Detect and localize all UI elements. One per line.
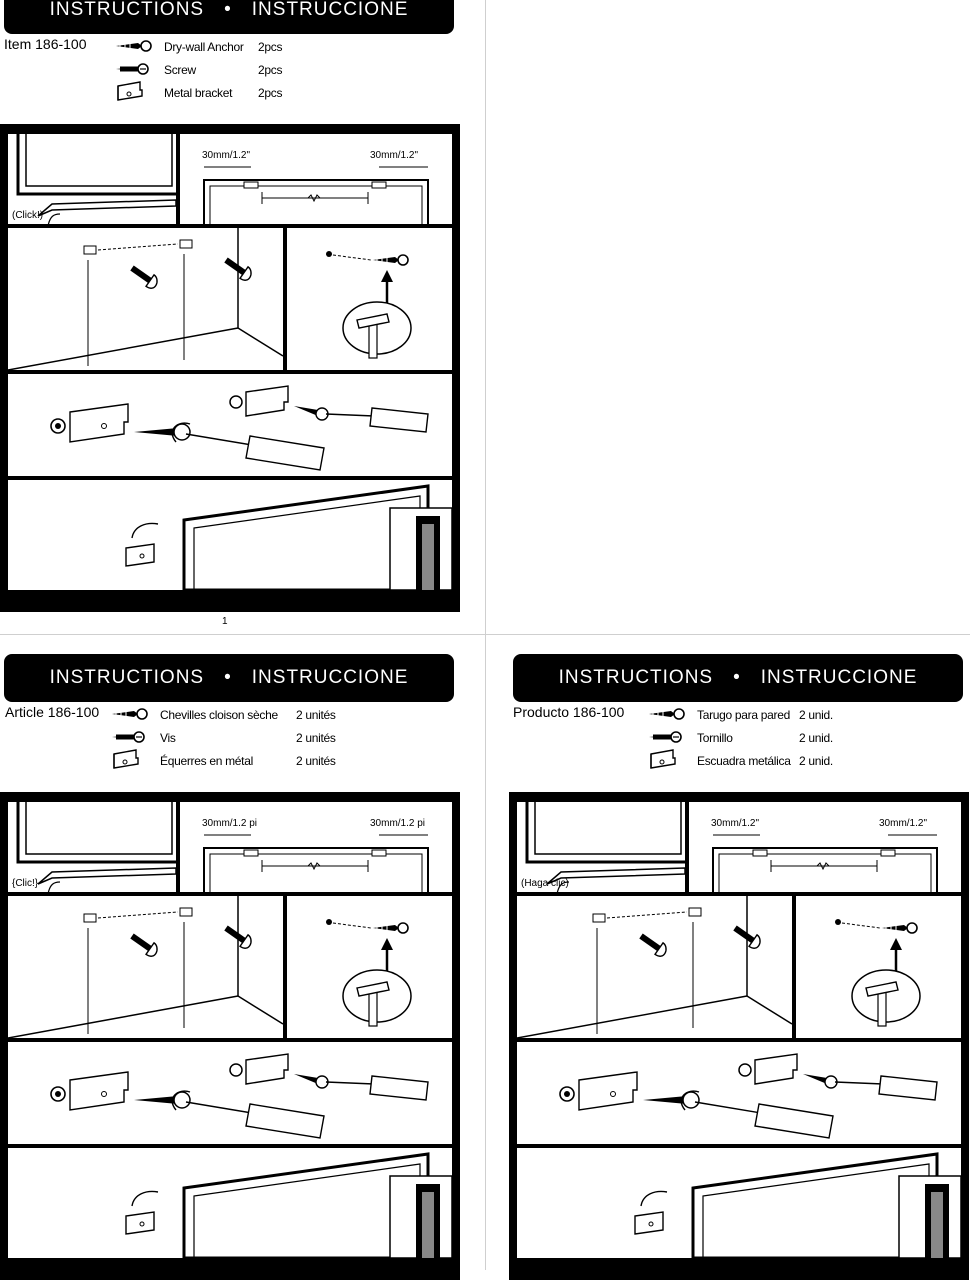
panel-wall-drill-drawing <box>517 896 792 1038</box>
measurement-label: 30mm/1.2 pi <box>370 818 426 829</box>
panel-measurements-drawing <box>712 834 938 892</box>
panel-hang-tv-drawing <box>634 1152 961 1258</box>
parts-list-item: Tarugo para pared 2 unid. <box>509 706 969 726</box>
header-bullet: • <box>733 667 741 688</box>
panel-screw-bracket-drawing <box>559 1053 938 1139</box>
header-bar: INSTRUCTIONS • INSTRUCCIONE <box>4 654 454 702</box>
part-quantity: 2pcs <box>258 63 283 77</box>
panel-wall-drill-drawing <box>8 896 283 1038</box>
panel-screw-bracket <box>8 374 452 476</box>
header-bullet: • <box>224 0 232 20</box>
parts-list-item: Vis 2 unités <box>0 729 460 749</box>
panel-hammer-anchor-drawing <box>326 919 412 1027</box>
parts-list-item: Dry-wall Anchor 2pcs <box>0 38 460 58</box>
panel-measurements-drawing <box>203 834 429 892</box>
part-quantity: 2 unid. <box>799 708 833 722</box>
part-quantity: 2 unités <box>296 754 336 768</box>
panel-tv-shelf: {Clic!} <box>8 802 176 892</box>
part-name: Escuadra metálica <box>697 754 791 768</box>
part-quantity: 2pcs <box>258 86 283 100</box>
header-bar: INSTRUCTIONS • INSTRUCCIONE <box>513 654 963 702</box>
click-label: (Haga clic) <box>521 878 569 889</box>
page-number: 1 <box>222 616 228 627</box>
panel-wall-drill-drawing <box>8 228 283 370</box>
part-name: Tornillo <box>697 731 733 745</box>
panel-hammer-anchor <box>287 228 452 370</box>
panel-measurements-drawing <box>203 166 429 224</box>
drywall-anchor-icon <box>648 708 685 720</box>
illustration-panels: (Haga clic) 30mm/1.2" 30mm/1.2" <box>509 792 969 1280</box>
illustration-panels: (Click!) 30mm/1.2" 30mm/1.2" <box>0 124 460 612</box>
panel-screw-bracket-drawing <box>50 1053 429 1139</box>
panel-tv-shelf-drawing <box>16 802 176 892</box>
part-name: Screw <box>164 63 196 77</box>
part-quantity: 2pcs <box>258 40 283 54</box>
parts-list-item: Escuadra metálica 2 unid. <box>509 749 969 772</box>
drywall-anchor-icon <box>111 708 148 720</box>
header-bar: INSTRUCTIONS • INSTRUCCIONE <box>4 0 454 34</box>
panel-tv-shelf-drawing <box>525 802 685 892</box>
header-title-right: INSTRUCCIONE <box>760 667 918 688</box>
header-title-left: INSTRUCTIONS <box>49 0 205 20</box>
measurement-label: 30mm/1.2 pi <box>202 818 258 829</box>
header-title-right: INSTRUCCIONE <box>251 667 409 688</box>
measurement-label: 30mm/1.2" <box>202 150 251 161</box>
metal-bracket-icon <box>117 81 143 101</box>
panel-hang-tv <box>8 1148 452 1258</box>
panel-tv-shelf-drawing <box>16 134 176 224</box>
header-title-right: INSTRUCCIONE <box>251 0 409 20</box>
part-name: Vis <box>160 731 176 745</box>
measurement-label: 30mm/1.2" <box>711 818 760 829</box>
parts-list-item: Tornillo 2 unid. <box>509 729 969 749</box>
panel-wall-drill <box>8 896 283 1038</box>
click-label: {Clic!} <box>12 878 39 889</box>
panel-wall-drill <box>8 228 283 370</box>
panel-hammer-anchor-drawing <box>326 251 412 359</box>
header-title-left: INSTRUCTIONS <box>558 667 714 688</box>
part-name: Metal bracket <box>164 86 233 100</box>
panel-screw-bracket <box>8 1042 452 1144</box>
part-name: Dry-wall Anchor <box>164 40 244 54</box>
panel-measurements: 30mm/1.2" 30mm/1.2" <box>689 802 961 892</box>
part-quantity: 2 unités <box>296 731 336 745</box>
panel-tv-shelf: (Click!) <box>8 134 176 224</box>
parts-list-item: Metal bracket 2pcs <box>0 81 460 104</box>
metal-bracket-icon <box>650 749 676 769</box>
panel-wall-drill <box>517 896 792 1038</box>
parts-list-item: Screw 2pcs <box>0 61 460 81</box>
part-name: Chevilles cloison sèche <box>160 708 278 722</box>
panel-screw-bracket-drawing <box>50 385 429 471</box>
part-name: Équerres en métal <box>160 754 253 768</box>
metal-bracket-icon <box>113 749 139 769</box>
panel-measurements: 30mm/1.2" 30mm/1.2" <box>180 134 452 224</box>
panel-hang-tv <box>517 1148 961 1258</box>
panel-hang-tv-drawing <box>125 484 452 590</box>
panel-hammer-anchor <box>287 896 452 1038</box>
panel-tv-shelf: (Haga clic) <box>517 802 685 892</box>
part-quantity: 2 unid. <box>799 731 833 745</box>
measurement-label: 30mm/1.2" <box>370 150 419 161</box>
drywall-anchor-icon <box>115 40 152 52</box>
header-bullet: • <box>224 667 232 688</box>
parts-list-item: Chevilles cloison sèche 2 unités <box>0 706 460 726</box>
item-number-label: Article 186-100 <box>5 704 100 720</box>
part-quantity: 2 unités <box>296 708 336 722</box>
illustration-panels: {Clic!} 30mm/1.2 pi 30mm/1.2 pi <box>0 792 460 1280</box>
part-name: Tarugo para pared <box>697 708 790 722</box>
header-title-left: INSTRUCTIONS <box>49 667 205 688</box>
panel-hammer-anchor-drawing <box>835 919 921 1027</box>
click-label: (Click!) <box>12 210 44 221</box>
panel-hang-tv-drawing <box>125 1152 452 1258</box>
part-quantity: 2 unid. <box>799 754 833 768</box>
panel-screw-bracket <box>517 1042 961 1144</box>
measurement-label: 30mm/1.2" <box>879 818 928 829</box>
item-number-label: Producto 186-100 <box>513 704 625 720</box>
panel-hang-tv <box>8 480 452 590</box>
panel-measurements: 30mm/1.2 pi 30mm/1.2 pi <box>180 802 452 892</box>
panel-hammer-anchor <box>796 896 961 1038</box>
page-divider-vertical <box>485 0 486 1270</box>
parts-list-item: Équerres en métal 2 unités <box>0 749 460 772</box>
page-divider-horizontal <box>0 634 970 635</box>
item-number-label: Item 186-100 <box>4 36 87 52</box>
